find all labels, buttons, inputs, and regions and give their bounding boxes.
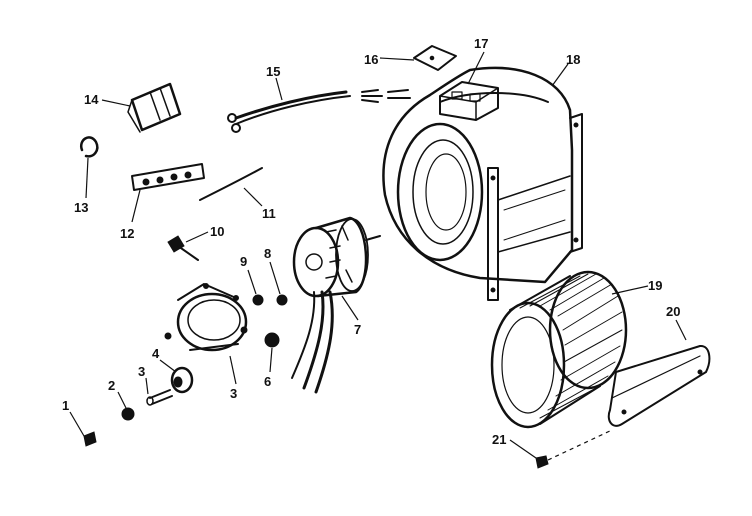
spacer-3 [146,389,173,406]
wire-11 [199,167,263,201]
callout-2: 2 [108,378,115,393]
callout-11: 11 [262,206,276,221]
motor-mount [164,283,248,352]
callout-labels: 1 2 3 4 3 6 7 8 9 10 11 12 13 14 15 16 1… [62,36,680,447]
callout-16: 16 [364,52,378,67]
control-box [439,81,499,121]
bolt-10 [167,235,199,261]
blower-housing [382,66,583,301]
callout-20: 20 [666,304,680,319]
wiring-harness [227,89,411,133]
relay-14 [127,82,182,133]
callout-3-mount: 3 [230,386,237,401]
callout-4: 4 [152,346,160,361]
motor [291,216,381,394]
screw-21 [535,429,613,469]
callout-17: 17 [474,36,488,51]
callout-18: 18 [566,52,580,67]
callout-7: 7 [354,322,361,337]
callout-12: 12 [120,226,134,241]
screw-1 [83,431,97,447]
grommet-6 [264,332,280,348]
callout-21: 21 [492,432,506,447]
callout-15: 15 [266,64,280,79]
blower-wheel [490,270,628,429]
callout-1: 1 [62,398,69,413]
callout-19: 19 [648,278,662,293]
clip-13 [79,136,99,158]
callout-10: 10 [210,224,224,239]
callout-6: 6 [264,374,271,389]
callout-13: 13 [74,200,88,215]
nut-8 [276,294,288,306]
washer-9 [252,294,264,306]
terminal-strip [131,163,205,191]
leader-lines [69,51,687,459]
callout-3: 3 [138,364,145,379]
cover-plate [413,45,457,71]
callout-8: 8 [264,246,271,261]
bushing-4 [170,366,194,394]
nut-2 [121,407,135,421]
callout-14: 14 [84,92,99,107]
callout-9: 9 [240,254,247,269]
cut-off-plate [607,345,711,427]
